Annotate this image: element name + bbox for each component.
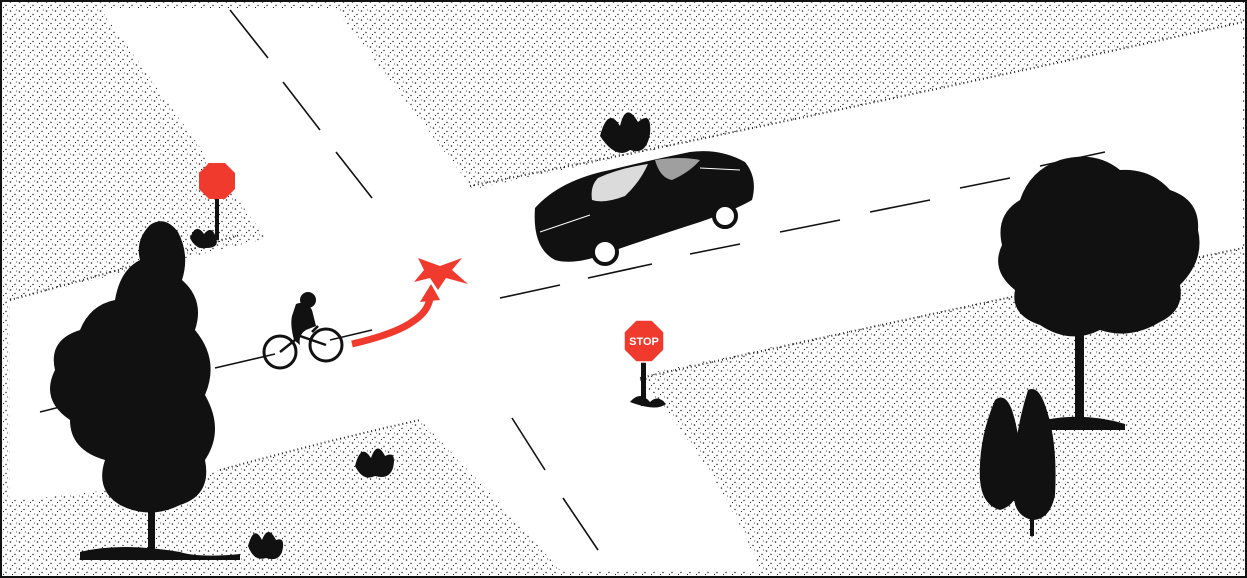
stop-sign-icon xyxy=(199,163,235,199)
stop-sign-label: STOP xyxy=(629,336,659,348)
